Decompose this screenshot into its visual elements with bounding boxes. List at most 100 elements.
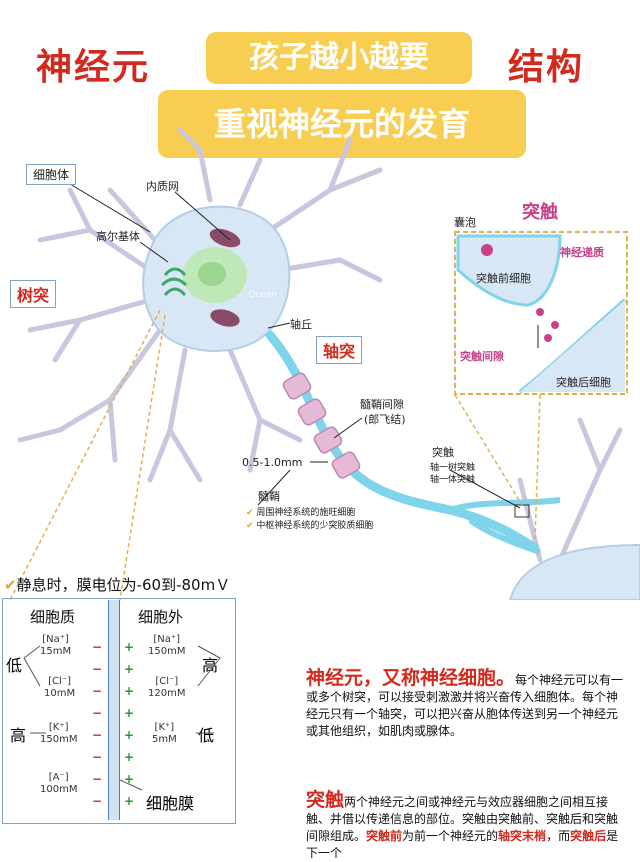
label-er: 内质网 [146,180,179,193]
neuron-body: 每个神经元可以有一或多个树突，可以接受刺激激并将兴奋传入细胞体。每个神经元只有一… [306,673,624,738]
mitochondrion [210,309,240,327]
dendrite-branch [577,417,603,473]
ion-conc: 120mM [148,688,186,699]
label-node-1: 髓鞘间隙 [360,398,404,411]
plus-sign: + [124,662,135,676]
label-diameter: 0.5-1.0mm [242,456,303,469]
dendrite-branch [227,347,263,473]
plus-sign: + [124,772,135,786]
outside-ion-na: [Na⁺]150mM [148,634,185,658]
plus-sign: + [124,750,135,764]
resting-heading: ✔静息时，膜电位为-60到-80mＶ [4,574,230,595]
minus-sign: − [92,750,103,764]
synapse-inset-title: 突触 [522,202,558,223]
synapse-body-1: 两个神经元之间或神经元与效应器细胞之间相互接触、并借以传递信息的部位。突触由突触… [306,795,619,843]
inside-ion-a: [A⁻]100mM [40,772,77,796]
myelin-segment [313,426,343,454]
cell-membrane-bar [108,600,120,820]
label-dendrite: 树突 [10,280,57,308]
label-low: 低 [6,656,23,675]
ion-box [2,598,236,824]
inside-title: 细胞质 [30,608,76,626]
axon-terminal [449,497,561,513]
inside-ion-k: [K⁺]150mM [40,722,77,746]
inside-ion-na: [Na⁺]15mM [40,634,71,658]
minus-sign: − [92,772,103,786]
minus-sign: − [92,684,103,698]
ion-conc: 15mM [40,646,72,657]
plus-sign: + [124,728,135,742]
label-vesicle: 囊泡 [454,216,476,229]
label-cell-body: 细胞体 [26,164,77,185]
label-presynaptic: 突触前细胞 [476,272,531,285]
dashed-connector [534,394,541,541]
label-cleft: 突触间隙 [460,350,504,363]
vesicle [481,244,493,256]
dashed-connector [454,394,523,506]
dendrite-branch [177,127,213,203]
banner-top: 孩子越小越要 [206,32,472,84]
dendrite-branch [257,417,303,443]
synapse-body-4: 是下一个 [306,829,619,860]
label-node-2: (郎飞结) [364,413,406,426]
ion-name: [Na⁺] [153,634,181,645]
ion-conc: 5mM [152,734,177,745]
label-synapse-type2: 轴一体突触 [430,475,476,485]
golgi [160,267,188,297]
myelin-segment [331,451,361,479]
neurotransmitter [551,321,559,329]
nucleolus [198,262,226,286]
synapse-hl-2: 轴突末梢 [498,829,547,843]
dashed-connector [119,314,166,600]
ion-conc: 150mM [148,646,186,657]
minus-sign: − [92,706,103,720]
label-high: 高 [202,656,219,675]
dendrite-branch [267,167,383,233]
label-high-k: 高 [10,726,27,745]
synapse-hl-1: 突触前 [366,829,403,843]
label-synapse-type1: 轴一树突触 [430,463,476,473]
outside-ion-cl: [Cl⁻]120mM [148,676,185,700]
dendrite-branch [17,427,63,443]
outside-title: 细胞外 [138,608,184,626]
synapse-body-2: 为前一个神经元的 [402,829,499,843]
minus-sign: − [92,794,103,808]
myelin-note2-text: 中枢神经系统的少突胶质细胞 [256,521,374,531]
neurotransmitter [536,308,544,316]
ion-brackets [23,645,221,791]
dendrite-branch [147,347,188,483]
myelin-note1-text: 周围神经系统的施旺细胞 [256,508,356,518]
label-low-k: 低 [198,726,215,745]
plus-sign: + [124,794,135,808]
paragraph-synapse: 突触两个神经元之间或神经元与效应器细胞之间相互接触、并借以传递信息的部位。突触由… [306,791,626,862]
plus-sign: + [124,706,135,720]
watermark: Ocean [248,290,277,300]
label-myelin-note1: ✔ 周围神经系统的施旺细胞 [246,508,356,518]
dendrite-branch [67,187,93,233]
minus-sign: − [92,640,103,654]
label-neurotransmitter: 神经递质 [560,246,604,259]
label-myelin: 髓鞘 [258,490,280,503]
myelin-segment [297,398,327,426]
membrane-signs-outside: + + + + + + + + [124,636,134,812]
dendrite-branch [327,137,353,193]
minus-sign: − [92,662,103,676]
neuron-heading: 神经元，又称神经细胞。 [306,667,516,689]
label-postsynaptic: 突触后细胞 [556,376,611,389]
label-golgi: 高尔基体 [96,230,140,243]
label-axon-hillock: 轴丘 [290,318,312,331]
banner-bottom: 重视神经元的发育 [158,90,526,158]
plus-sign: + [124,684,135,698]
ion-name: [Cl⁻] [48,676,71,687]
ion-name: [A⁻] [48,772,69,783]
postsynaptic-cell [508,543,640,600]
resting-heading-text: 静息时，膜电位为-60到-80mＶ [16,576,231,594]
synapse-body-3: ，而 [546,829,571,843]
label-myelin-note2: ✔ 中枢神经系统的少突胶质细胞 [246,521,374,531]
inside-ion-cl: [Cl⁻]10mM [44,676,75,700]
synapse-hl-3: 突触后 [570,829,607,843]
plus-sign: + [124,640,135,654]
ion-name: [Cl⁻] [155,676,179,687]
title-right: 结构 [508,47,585,88]
mitochondrion [209,228,241,248]
